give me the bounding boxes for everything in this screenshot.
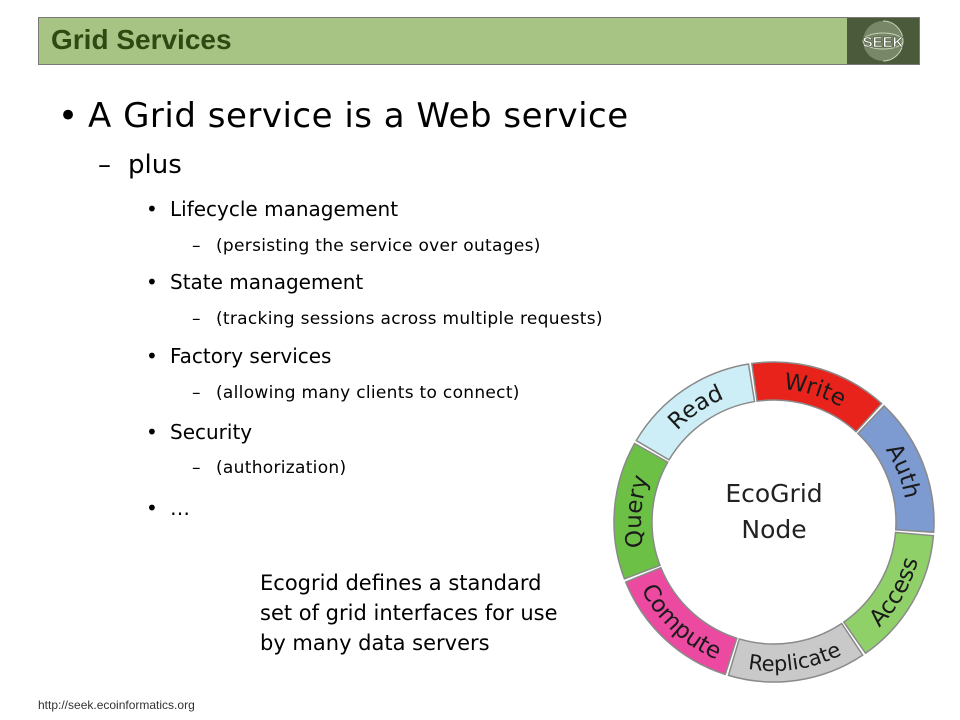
- item-label: Lifecycle management: [170, 197, 399, 221]
- item-detail: (authorization): [216, 458, 347, 478]
- item-label: Factory services: [170, 344, 332, 368]
- note-line: by many data servers: [260, 631, 490, 655]
- item-label: …: [170, 496, 190, 520]
- ring-segment-compute: [624, 566, 738, 676]
- sub-bullet: plus: [128, 150, 182, 180]
- item-detail: (allowing many clients to connect): [216, 383, 520, 403]
- seek-logo: SEEK: [847, 18, 919, 64]
- note-line: set of grid interfaces for use: [260, 601, 558, 625]
- ring-segment-read: [635, 363, 756, 461]
- dash-marker: –: [98, 150, 111, 180]
- main-bullet: A Grid service is a Web service: [88, 96, 629, 136]
- dash-marker: –: [192, 458, 201, 478]
- bullet-dot: •: [146, 197, 158, 221]
- item-label: Security: [170, 420, 253, 444]
- item-detail: (tracking sessions across multiple reque…: [216, 309, 603, 329]
- item-label: State management: [170, 270, 364, 294]
- bullet-dot: •: [146, 270, 158, 294]
- dash-marker: –: [192, 383, 201, 403]
- ecogrid-note: Ecogrid defines a standard set of grid i…: [260, 568, 640, 658]
- item-detail: (persisting the service over outages): [216, 236, 541, 256]
- dash-marker: –: [192, 236, 201, 256]
- footer-url: http://seek.ecoinformatics.org: [38, 698, 195, 712]
- ring-segment-auth: [856, 404, 935, 534]
- note-line: Ecogrid defines a standard: [260, 571, 542, 595]
- dash-marker: –: [192, 309, 201, 329]
- ring-segment-access: [842, 531, 935, 655]
- center-label-line: EcoGrid: [725, 479, 822, 508]
- bullet-dot: •: [146, 420, 158, 444]
- center-label-line: Node: [741, 515, 806, 544]
- logo-text: SEEK: [863, 34, 904, 51]
- slide-header: Grid Services SEEK: [38, 17, 920, 65]
- slide-title: Grid Services: [51, 24, 232, 55]
- bullet-dot: •: [146, 344, 158, 368]
- ring-segment-write: [750, 361, 883, 433]
- ring-segment-query: [613, 442, 669, 580]
- bullet-dot: •: [146, 496, 158, 520]
- ring-segment-replicate: [727, 622, 864, 683]
- bullet-dot: •: [58, 96, 79, 136]
